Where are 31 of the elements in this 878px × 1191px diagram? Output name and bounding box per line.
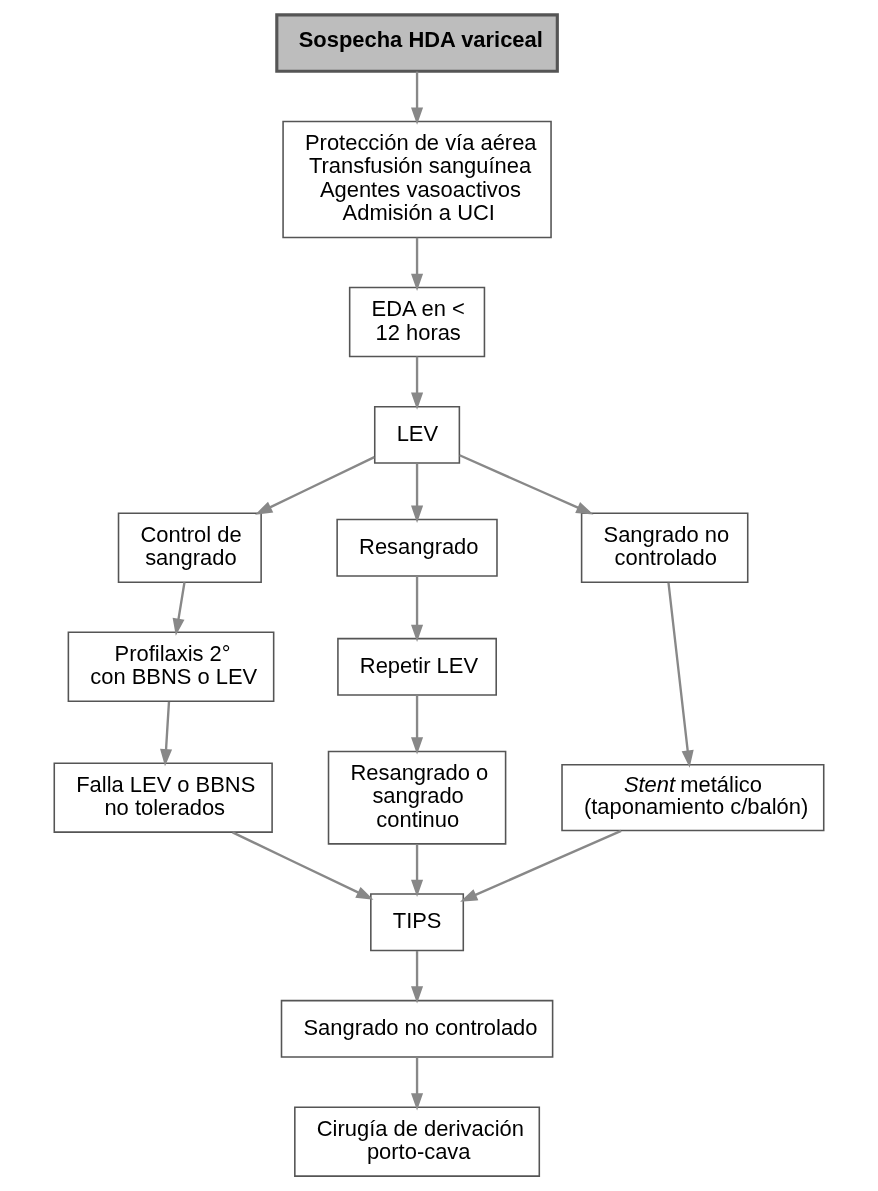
node-box: LEV: [373, 405, 461, 464]
arrow: [255, 456, 375, 515]
arrow: [411, 71, 424, 125]
node-box: Sangrado no controlado: [580, 512, 749, 583]
node-box: Falla LEV o BBNS no tolerados: [53, 762, 273, 833]
arrow: [411, 1057, 424, 1111]
node-box: Resangrado: [336, 518, 498, 577]
node-box: Repetir LEV: [337, 637, 497, 696]
arrow: [411, 951, 424, 1004]
node-box: EDA en < 12 horas: [348, 286, 486, 358]
node-box: Profilaxis 2° con BBNS o LEV: [67, 631, 275, 703]
node-box: Resangrado o sangrado continuo: [327, 750, 507, 845]
node-box: Cirugía de derivación porto-cava: [294, 1106, 541, 1177]
node-box: Protección de vía aérea Transfusión sanguínea Agentes vasoactivos Admisión a UCI: [282, 120, 552, 239]
node-box: Control de sangrado: [117, 512, 262, 583]
arrow: [411, 237, 424, 291]
node-box: Sospecha HDA variceal: [275, 13, 559, 73]
arrow: [411, 695, 424, 755]
node-box: Stent metálico (taponamiento c/balón): [561, 763, 825, 832]
arrow: [411, 576, 424, 643]
arrow: [160, 701, 173, 767]
arrow: [411, 356, 424, 410]
arrow: [460, 829, 622, 902]
arrow: [411, 844, 424, 897]
arrow: [459, 454, 594, 515]
arrow: [411, 463, 424, 523]
arrow: [667, 582, 694, 768]
arrow: [172, 582, 186, 636]
node-box: TIPS: [370, 893, 465, 952]
node-box: Sangrado no controlado: [280, 999, 554, 1058]
arrow: [232, 831, 374, 900]
